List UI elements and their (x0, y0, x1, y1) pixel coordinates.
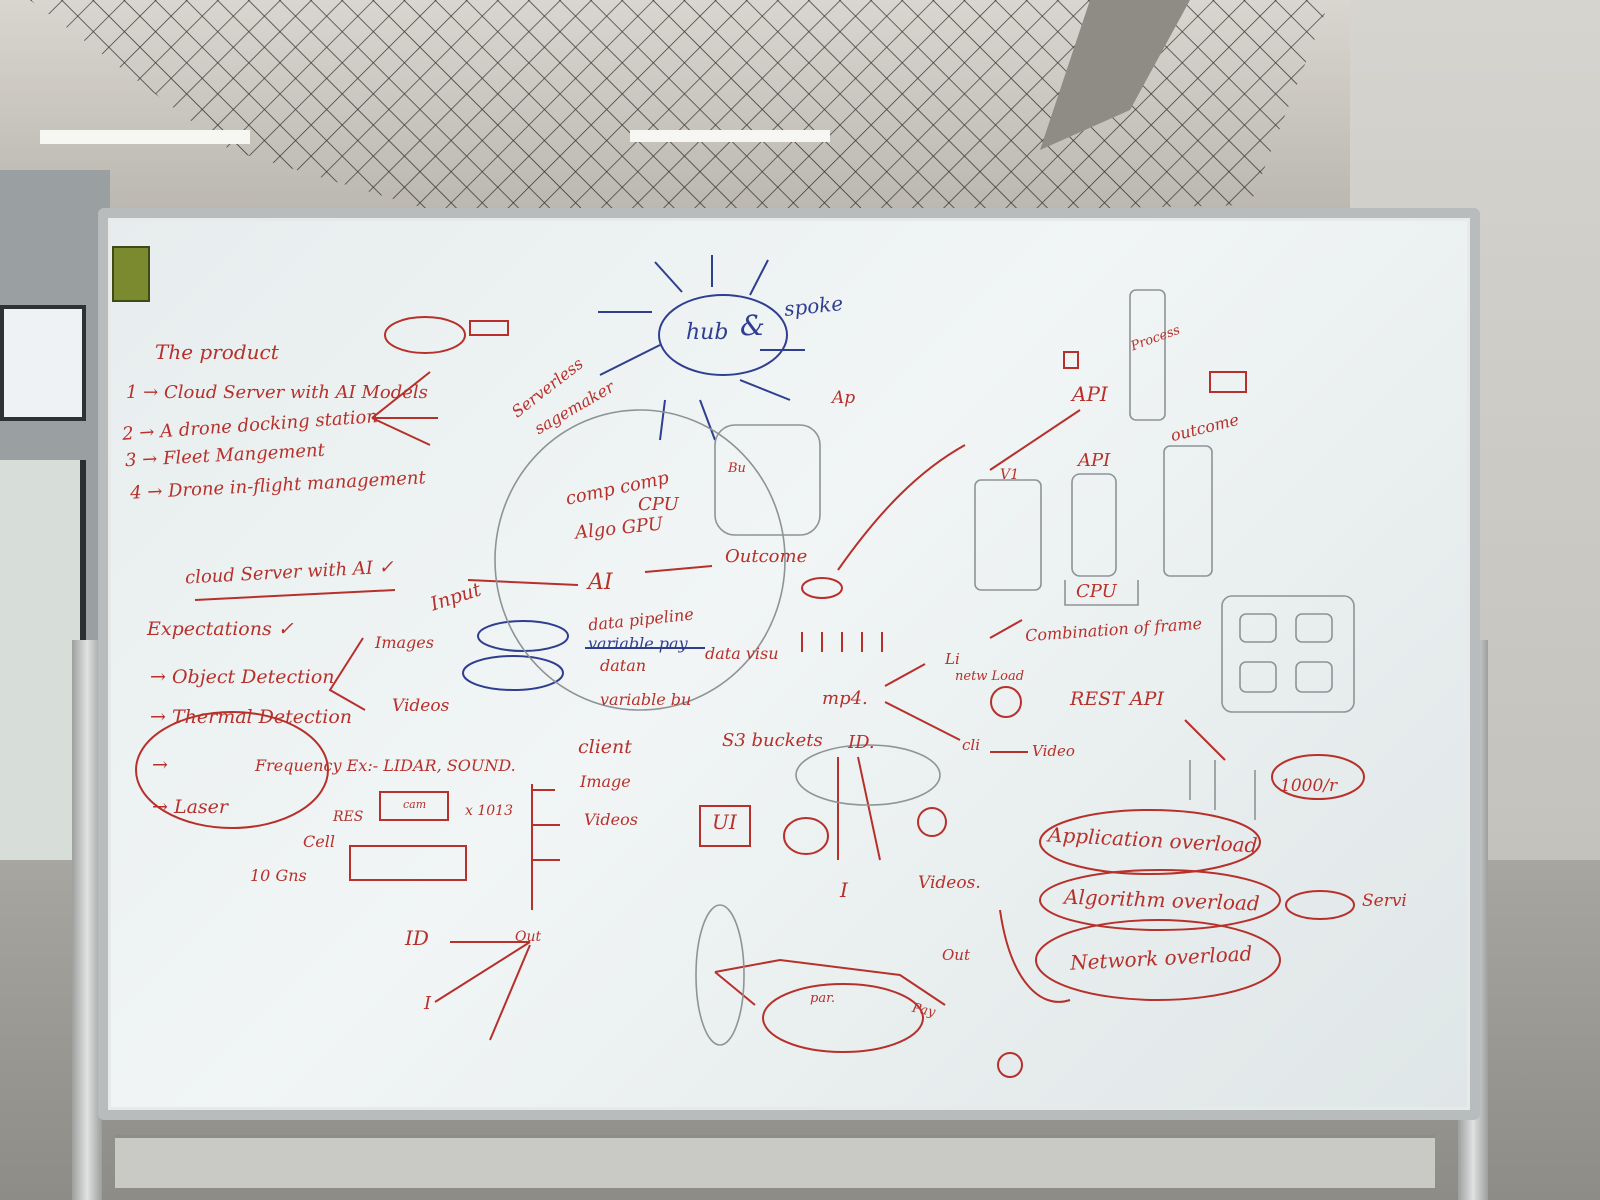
expectation-blank: → (152, 754, 168, 776)
ten-gns-label: 10 Gns (250, 866, 307, 885)
mp4-label: mp4. (822, 688, 868, 709)
network-load-label: netw Load (955, 669, 1025, 684)
datan-label: datan (600, 656, 647, 675)
client-heading: client (578, 736, 632, 758)
spoke-label: spoke (782, 290, 845, 322)
cpu-label: CPU (1076, 581, 1117, 602)
cli-label: cli (962, 736, 980, 754)
hub-amp: & (740, 309, 765, 342)
s3-buckets-label: S3 buckets (722, 730, 823, 751)
expectations-heading: Expectations ✓ (147, 618, 294, 640)
window (0, 305, 86, 421)
client-videos: Videos (584, 810, 638, 829)
images-label: Images (375, 633, 434, 652)
api-label-1: API (1072, 382, 1108, 406)
board-sticker (112, 246, 150, 302)
videos-label-2: Videos. (918, 873, 981, 893)
expectation-object: → Object Detection (150, 666, 335, 688)
serv-label: Servi (1362, 891, 1407, 911)
api-label-2: API (1078, 450, 1111, 471)
hub-label: hub (686, 320, 729, 345)
out-label-1: Out (515, 929, 542, 945)
ceiling-net (30, 0, 1330, 222)
product-heading: The product (155, 340, 279, 364)
v1-label: V1 (1000, 467, 1020, 483)
cell-label: Cell (303, 832, 335, 851)
ai-label: AI (588, 570, 613, 595)
cam-label: cam (403, 798, 427, 811)
li-label: Li (945, 650, 960, 668)
i-label-2: I (840, 878, 848, 902)
stand-leg-left (72, 640, 102, 1200)
id-label-1: ID. (848, 732, 875, 753)
data-visu-label: data visu (705, 644, 779, 663)
rest-api-label: REST API (1070, 688, 1164, 710)
res-label: RES (333, 809, 364, 825)
expectation-laser: → Laser (152, 796, 228, 818)
variable-bu-label: variable bu (600, 690, 692, 709)
stand-tray (115, 1135, 1435, 1188)
client-image: Image (580, 772, 631, 791)
product-item-1: 1 → Cloud Server with AI Models (126, 382, 428, 403)
ui-label: UI (712, 810, 737, 834)
algorithm-overload: Algorithm overload (1063, 884, 1261, 916)
x1013-label: x 1013 (465, 803, 513, 819)
id-label-2: ID (405, 926, 429, 950)
video-label: Video (1032, 742, 1075, 760)
cpu-small-label: CPU (638, 494, 679, 515)
price-label: 1000/r (1280, 776, 1338, 796)
outcome-label: Outcome (725, 546, 808, 567)
bu-label: Bu (728, 461, 746, 476)
ap-label: Ap (832, 388, 856, 408)
whiteboard (98, 208, 1480, 1120)
videos-label: Videos (392, 696, 450, 716)
out-label-2: Out (942, 946, 970, 964)
par-label: par. (810, 991, 835, 1006)
variable-pay-label: variable pay (588, 634, 688, 653)
frequency-note: Frequency Ex:- LIDAR, SOUND. (255, 756, 516, 775)
expectation-thermal: → Thermal Detection (150, 706, 353, 728)
i-label-1: I (424, 993, 432, 1014)
